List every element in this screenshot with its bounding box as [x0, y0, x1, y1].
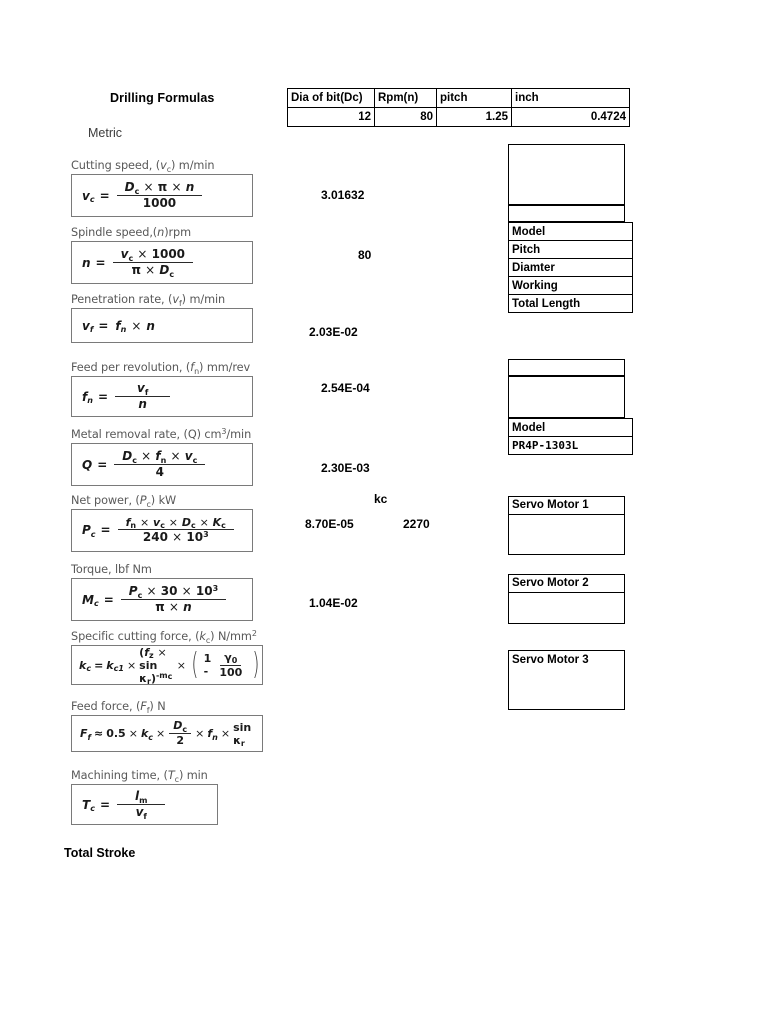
model-header: Model [508, 418, 633, 437]
formula-box-cutting-speed: vc= Dc × π × n 1000 [71, 174, 253, 217]
servo-motor-2-header: Servo Motor 2 [508, 574, 625, 592]
formula-box-net-power: Pc= fn × vc × Dc × Kc 240 × 103 [71, 509, 253, 552]
header-rpm: Rpm(n) [374, 88, 437, 108]
spec-row-total-length: Total Length [508, 294, 633, 313]
model-table: Model PR4P-1303L [508, 418, 633, 455]
result-penetration-rate: 2.03E-02 [309, 325, 358, 339]
value-pitch[interactable]: 1.25 [436, 107, 512, 127]
spec-label-model: Model [508, 222, 633, 241]
formula-caption-feed-per-revolution: Feed per revolution, (fn) mm/rev [71, 361, 251, 376]
value-rpm[interactable]: 80 [374, 107, 437, 127]
header-pitch: pitch [436, 88, 512, 108]
model-header-row: Model [508, 418, 633, 437]
formula-block-specific-cutting-force: Specific cutting force, (kc) N/mm2 kc= k… [71, 629, 263, 686]
model-blank-box-mid[interactable] [508, 376, 625, 418]
model-blank-box-top[interactable] [508, 359, 625, 376]
value-inch[interactable]: 0.4724 [511, 107, 630, 127]
formula-block-metal-removal-rate: Metal removal rate, (Q) cm3/min Q= Dc × … [71, 427, 253, 486]
formula-block-cutting-speed: Cutting speed, (vc) m/min vc= Dc × π × n… [71, 159, 253, 217]
servo-motor-3-box[interactable]: Servo Motor 3 [508, 650, 625, 710]
header-dia-of-bit: Dia of bit(Dc) [287, 88, 375, 108]
formula-caption-metal-removal-rate: Metal removal rate, (Q) cm3/min [71, 427, 252, 441]
table-header-row: Dia of bit(Dc) Rpm(n) pitch inch [287, 88, 630, 108]
spec-row-diamter: Diamter [508, 258, 633, 277]
servo-motor-2-label: Servo Motor 2 [512, 577, 589, 589]
label-kc: kc [374, 492, 388, 506]
model-value[interactable]: PR4P-1303L [508, 436, 633, 455]
total-stroke-label: Total Stroke [64, 846, 136, 860]
formula-caption-net-power: Net power, (Pc) kW [71, 494, 177, 509]
formula-box-machining-time: Tc= lm vf [71, 784, 218, 825]
servo-motor-1-body[interactable] [508, 514, 625, 555]
formula-block-torque: Torque, lbf Nm Mc= Pc × 30 × 103 π × n [71, 563, 253, 621]
value-dia-of-bit[interactable]: 12 [287, 107, 375, 127]
servo-motor-1-label: Servo Motor 1 [512, 499, 589, 511]
servo-motor-3-label: Servo Motor 3 [512, 654, 589, 666]
spec-label-total-length: Total Length [508, 294, 633, 313]
formula-caption-torque: Torque, lbf Nm [71, 563, 152, 576]
spec-row-model: Model [508, 222, 633, 241]
unit-system-label: Metric [88, 126, 123, 140]
formula-caption-penetration-rate: Penetration rate, (vf) m/min [71, 293, 226, 308]
formula-block-machining-time: Machining time, (Tc) min Tc= lm vf [71, 769, 218, 825]
spec-label-diamter: Diamter [508, 258, 633, 277]
servo-motor-1-header: Servo Motor 1 [508, 496, 625, 514]
formula-caption-feed-force: Feed force, (Ff) N [71, 700, 166, 715]
result-net-power: 8.70E-05 [305, 517, 354, 531]
result-feed-per-revolution: 2.54E-04 [321, 381, 370, 395]
formula-block-penetration-rate: Penetration rate, (vf) m/min vf= fn ×n [71, 293, 253, 343]
formula-box-penetration-rate: vf= fn ×n [71, 308, 253, 343]
formula-box-feed-per-revolution: fn= vf n [71, 376, 253, 417]
formula-block-spindle-speed: Spindle speed,(n)rpm n= vc × 1000 π × Dc [71, 226, 253, 284]
formula-box-specific-cutting-force: kc= kc1× (fz × sin κr)-mc × ( 1 - γ0 100… [71, 645, 263, 686]
result-spindle-speed: 80 [358, 248, 372, 262]
parameter-table: Dia of bit(Dc) Rpm(n) pitch inch 12 80 1… [287, 88, 630, 127]
right-blank-box-subheader[interactable] [508, 205, 625, 222]
page-title: Drilling Formulas [110, 91, 215, 105]
formula-box-feed-force: Ff≈ 0.5× kc× Dc 2 × fn× sin κr [71, 715, 263, 752]
right-blank-box-top[interactable] [508, 144, 625, 205]
formula-box-spindle-speed: n= vc × 1000 π × Dc [71, 241, 253, 284]
formula-block-feed-per-revolution: Feed per revolution, (fn) mm/rev fn= vf … [71, 361, 253, 417]
formula-caption-cutting-speed: Cutting speed, (vc) m/min [71, 159, 215, 174]
formula-box-metal-removal-rate: Q= Dc × fn × vc 4 [71, 443, 253, 486]
table-value-row: 12 80 1.25 0.4724 [287, 107, 630, 127]
formula-caption-spindle-speed: Spindle speed,(n)rpm [71, 226, 192, 239]
header-inch: inch [511, 88, 630, 108]
spec-label-pitch: Pitch [508, 240, 633, 259]
spec-row-pitch: Pitch [508, 240, 633, 259]
spec-table: Model Pitch Diamter Working Total Length [508, 222, 633, 313]
servo-motor-2-body[interactable] [508, 592, 625, 624]
result-torque: 1.04E-02 [309, 596, 358, 610]
model-value-row: PR4P-1303L [508, 436, 633, 455]
formula-caption-machining-time: Machining time, (Tc) min [71, 769, 208, 784]
formula-box-torque: Mc= Pc × 30 × 103 π × n [71, 578, 253, 621]
formula-caption-specific-cutting-force: Specific cutting force, (kc) N/mm2 [71, 629, 257, 645]
value-kc[interactable]: 2270 [403, 517, 430, 531]
spec-row-working: Working [508, 276, 633, 295]
result-cutting-speed: 3.01632 [321, 188, 365, 202]
result-metal-removal-rate: 2.30E-03 [321, 461, 370, 475]
formula-block-net-power: Net power, (Pc) kW Pc= fn × vc × Dc × Kc… [71, 494, 253, 552]
spec-label-working: Working [508, 276, 633, 295]
formula-block-feed-force: Feed force, (Ff) N Ff≈ 0.5× kc× Dc 2 × f… [71, 700, 263, 752]
